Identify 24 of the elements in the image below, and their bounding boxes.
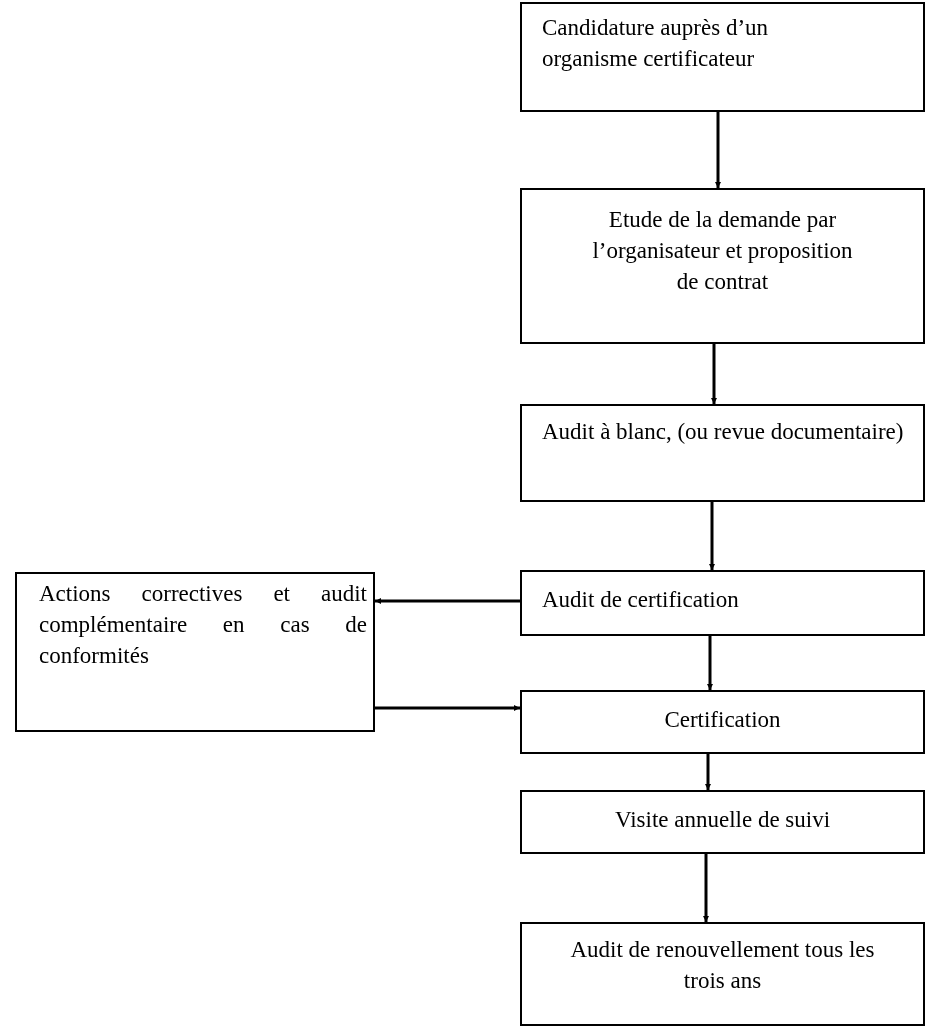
- process-box: [520, 188, 925, 344]
- step-text: Etude de la demande par l’organisateur et proposition de contrat: [592, 206, 853, 296]
- process-box: [520, 570, 925, 636]
- step-text: Audit de renouvellement tous les trois ans: [569, 936, 876, 995]
- arrow: [707, 636, 713, 690]
- step-text: Audit à blanc, (ou revue documentaire): [542, 418, 905, 446]
- process-box: [520, 2, 925, 112]
- step-text: Actions correctives et audit complémentaire en cas de conformités: [39, 580, 367, 670]
- process-box: [520, 922, 925, 1026]
- step-text: Certification: [663, 706, 782, 734]
- step-text: Audit de certification: [542, 586, 740, 614]
- step-text: Visite annuelle de suivi: [613, 806, 832, 834]
- arrow: [709, 502, 715, 570]
- process-box: [520, 690, 925, 754]
- arrow: [703, 854, 709, 922]
- arrow: [715, 112, 721, 188]
- arrow: [705, 754, 711, 790]
- arrow: [375, 598, 520, 604]
- process-box: [520, 790, 925, 854]
- process-box: [520, 404, 925, 502]
- arrow: [711, 344, 717, 404]
- process-box: [15, 572, 375, 732]
- arrow: [375, 705, 520, 711]
- step-text: Candidature auprès d’un organisme certificateur: [542, 14, 770, 73]
